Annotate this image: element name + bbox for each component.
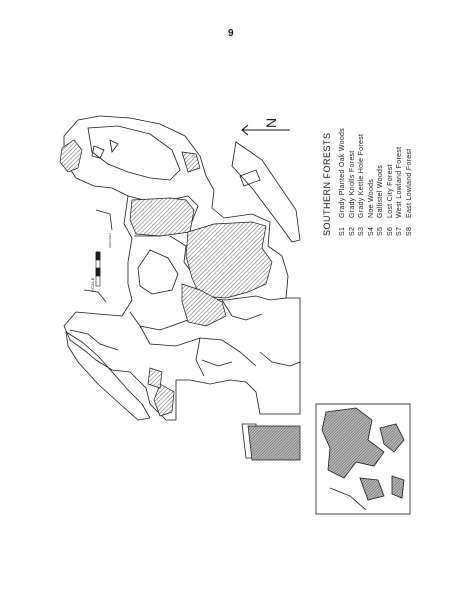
scale-bar — [95, 251, 101, 287]
legend-code: S5 — [377, 226, 384, 236]
legend-code: S8 — [405, 226, 413, 236]
northern-pond — [87, 125, 181, 181]
legend-code: S4 — [367, 226, 375, 236]
property-boundary — [63, 115, 301, 421]
stand-s6 — [247, 425, 301, 461]
legend-item: S3 Grady Kettle Hole Forest — [357, 0, 367, 236]
stand-s1 — [59, 139, 83, 173]
legend-item: S6 Lost City Forest — [386, 0, 396, 236]
legend-label: Grady Planted Oak Woods — [339, 127, 346, 218]
stand-s2 — [181, 151, 201, 173]
legend-item: S8 East Lowland Forest — [405, 0, 415, 236]
page-number: 9 — [228, 28, 234, 39]
legend-label: East Lowland Forest — [405, 148, 413, 218]
legend-item: S7 West Lowland Forest — [395, 0, 405, 236]
eastern-road — [231, 141, 301, 243]
stand-s7 — [153, 383, 175, 417]
scale-label: SCALE — [90, 277, 95, 292]
stand-s4 — [181, 283, 227, 327]
scale-units: 1000 FEET — [108, 232, 112, 248]
legend-label: West Lowland Forest — [396, 146, 403, 218]
legend-item: S2 Grady Knolls Forest — [348, 0, 358, 236]
legend-code: S2 — [348, 226, 356, 236]
inset-map — [315, 403, 411, 515]
legend-item: S1 Grady Planted Oak Woods — [338, 0, 348, 236]
legend-label: Noe Woods — [367, 178, 375, 218]
legend-label: Grady Knolls Forest — [348, 150, 356, 218]
stand-s5 — [185, 221, 273, 299]
legend-label: Grady Kettle Hole Forest — [358, 133, 365, 218]
stand-s8 — [129, 197, 195, 237]
north-label: N — [263, 118, 279, 128]
legend-item: S4 Noe Woods — [367, 0, 377, 236]
legend-label: Gallistel Woods — [377, 164, 384, 218]
legend-code: S3 — [358, 226, 365, 236]
north-arrow-icon — [241, 124, 290, 136]
legend-label: Lost City Forest — [386, 164, 394, 218]
stand-s3 — [147, 367, 163, 389]
legend-code: S1 — [339, 226, 346, 236]
legend-code: S7 — [396, 226, 403, 236]
legend-title: SOUTHERN FORESTS — [322, 132, 332, 236]
legend-item: S5 Gallistel Woods — [376, 0, 386, 236]
legend-code: S6 — [386, 226, 394, 236]
